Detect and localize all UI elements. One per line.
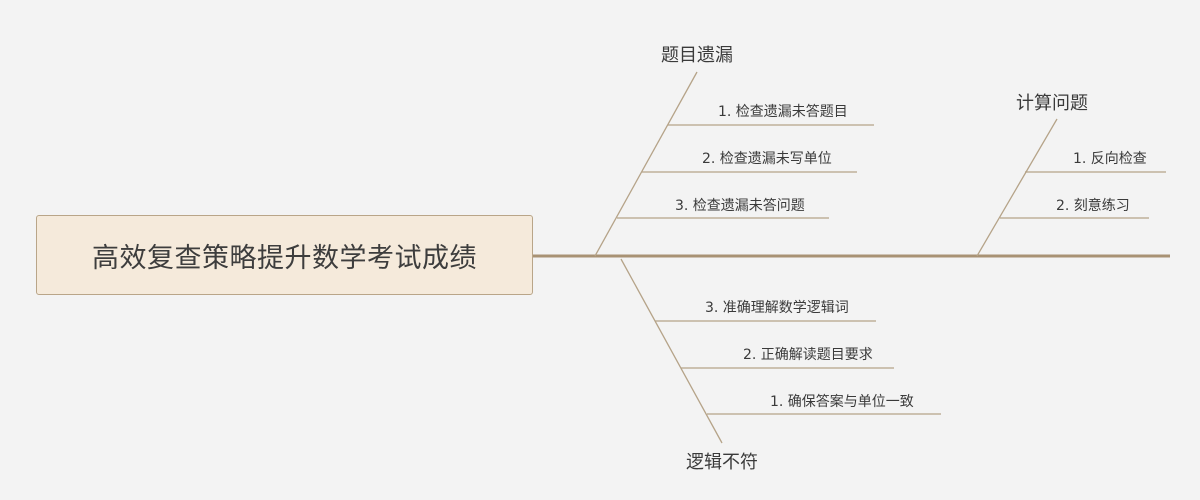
branch-item[interactable]: 1. 确保答案与单位一致: [770, 394, 914, 410]
branch-line-2: [620, 258, 723, 444]
branch-item[interactable]: 3. 检查遗漏未答问题: [675, 198, 805, 214]
branch-label[interactable]: 题目遗漏: [661, 45, 733, 66]
branch-item[interactable]: 3. 准确理解数学逻辑词: [705, 300, 849, 316]
branch-item[interactable]: 2. 检查遗漏未写单位: [702, 151, 832, 167]
branch-line-1: [976, 118, 1058, 257]
branch-line-0: [594, 71, 698, 257]
branch-item[interactable]: 2. 刻意练习: [1056, 198, 1130, 214]
branch-item[interactable]: 1. 反向检查: [1073, 151, 1147, 167]
problem-title: 高效复查策略提升数学考试成绩: [92, 242, 477, 274]
branch-label[interactable]: 逻辑不符: [686, 452, 758, 473]
branch-item[interactable]: 2. 正确解读题目要求: [743, 347, 873, 363]
problem-head-box[interactable]: 高效复查策略提升数学考试成绩: [36, 215, 533, 295]
branch-label[interactable]: 计算问题: [1016, 93, 1088, 114]
branch-item[interactable]: 1. 检查遗漏未答题目: [718, 104, 848, 120]
